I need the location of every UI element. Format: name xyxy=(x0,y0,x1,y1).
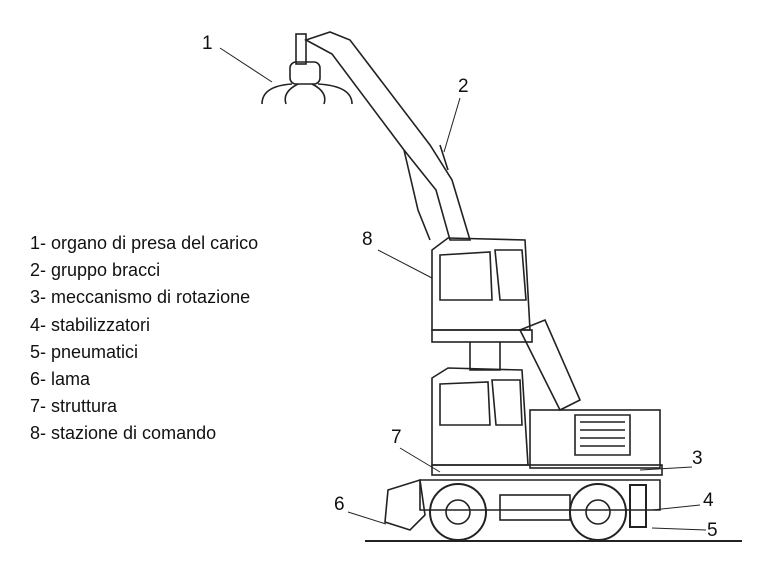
cab-riser xyxy=(469,318,582,412)
wheels xyxy=(429,483,627,541)
callout-4: 4 xyxy=(703,490,714,511)
legend-item: 8- stazione di comando xyxy=(30,423,217,444)
leader-lines xyxy=(219,47,707,531)
lower-cab xyxy=(431,367,529,466)
legend-item: 3- meccanismo di rotazione xyxy=(30,287,251,308)
callout-8: 8 xyxy=(362,229,373,250)
grapple xyxy=(261,33,353,105)
callout-6: 6 xyxy=(334,494,345,515)
legend-item: 5- pneumatici xyxy=(30,341,139,362)
callout-7: 7 xyxy=(391,427,402,448)
legend-item: 2- gruppo bracci xyxy=(30,260,161,281)
legend-item: 6- lama xyxy=(30,368,91,389)
legend-item: 7- struttura xyxy=(30,396,118,417)
upper-cab xyxy=(431,237,533,343)
upper-structure xyxy=(431,409,663,476)
blade xyxy=(384,478,426,531)
callout-1: 1 xyxy=(202,33,213,54)
legend-list: 1- organo di presa del carico 2- gruppo … xyxy=(30,230,258,448)
callout-3: 3 xyxy=(692,448,703,469)
legend-item: 1- organo di presa del carico xyxy=(30,233,259,253)
callout-2: 2 xyxy=(458,76,469,97)
boom-arm xyxy=(303,31,472,241)
legend-item: 4- stabilizzatori xyxy=(30,314,151,335)
callout-5: 5 xyxy=(707,520,718,541)
